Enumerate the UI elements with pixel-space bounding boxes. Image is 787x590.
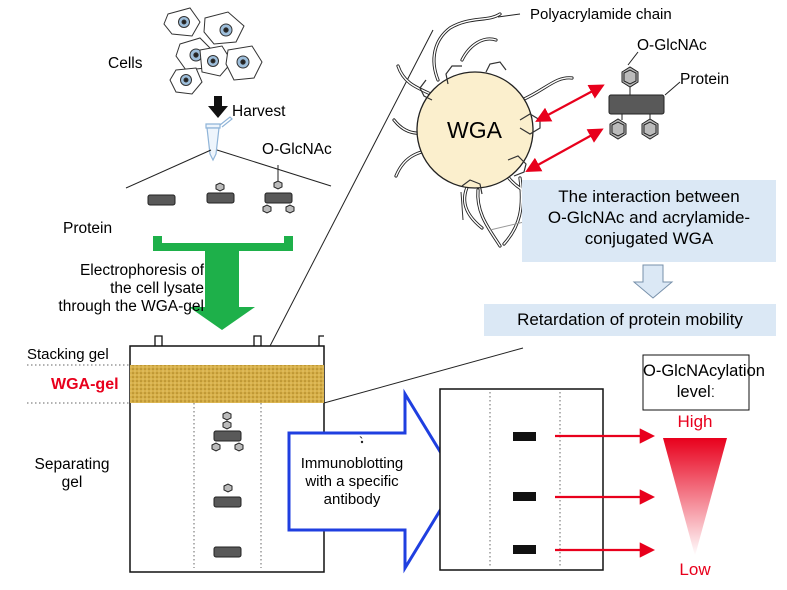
glcnac-hexagon-icon [215, 182, 225, 192]
immunoblot-tick-mark: ` [359, 434, 364, 449]
cell-icon [225, 45, 263, 81]
wga-gel-label: WGA-gel [51, 376, 119, 393]
electrophoresis-line-3: through the WGA-gel [58, 298, 204, 315]
electrophoresis-line-1: Electrophoresis of [79, 262, 204, 279]
protein-band-icon [206, 192, 235, 204]
retardation-label: Retardation of protein mobility [517, 310, 743, 329]
separating-gel-line-2: gel [61, 474, 83, 491]
oglcnac-label-right: O-GlcNAc [637, 37, 707, 54]
protein-label-right: Protein [680, 71, 730, 88]
interaction-box: The interaction between O-GlcNAc and acr… [522, 180, 776, 262]
blot-membrane [439, 388, 604, 571]
hollow-down-arrow [632, 264, 674, 299]
polyacrylamide-chain-label: Polyacrylamide chain [530, 6, 672, 23]
wga-label: WGA [447, 117, 502, 143]
level-low-label: Low [679, 560, 711, 579]
cells-cluster [163, 7, 263, 95]
immunoblot-line-1: Immunoblotting [300, 455, 404, 472]
tube-icon [205, 116, 233, 162]
gel-box [27, 335, 325, 573]
glcnac-hexagon-icon [262, 204, 272, 214]
harvest-label: Harvest [232, 103, 286, 120]
interaction-line-1: The interaction between [558, 187, 740, 206]
harvest-arrow-icon [208, 96, 228, 118]
cell-icon [169, 67, 203, 95]
glcnac-hexagon-icon [273, 180, 283, 190]
immunoblot-line-3: antibody [323, 491, 381, 508]
level-high-label: High [677, 412, 713, 431]
separating-gel-line-1: Separating [34, 456, 110, 473]
level-gradient-triangle [663, 438, 727, 556]
zoom-lines [269, 29, 524, 404]
level-arrows [555, 428, 656, 558]
retardation-box: Retardation of protein mobility [484, 304, 776, 336]
level-title-line-1: O-GlcNAcylation [643, 362, 765, 380]
electrophoresis-line-2: the cell lysate [110, 280, 204, 297]
interaction-line-3: conjugated WGA [584, 229, 714, 248]
interaction-line-2: O-GlcNAc and acrylamide- [547, 208, 751, 227]
protein-band-icon [264, 192, 293, 204]
cell-icon [163, 7, 201, 37]
protein-band-icon [147, 194, 176, 206]
protein-label-left: Protein [63, 220, 113, 237]
glycoprotein-right [608, 51, 681, 140]
immunoblot-line-2: with a specific [305, 473, 399, 490]
stacking-gel-label: Stacking gel [27, 346, 109, 363]
green-electrophoresis-arrow [153, 236, 293, 330]
immunoblot-arrow [287, 388, 460, 574]
oglcnac-label-left: O-GlcNAc [262, 141, 332, 158]
cell-icon [199, 45, 233, 77]
level-title-line-2: levelː [676, 383, 716, 401]
lysate-proteins [147, 165, 295, 214]
cells-label: Cells [108, 55, 143, 72]
lysate-fan-lines [125, 149, 332, 189]
glcnac-hexagon-icon [285, 204, 295, 214]
cell-icon [203, 11, 245, 45]
